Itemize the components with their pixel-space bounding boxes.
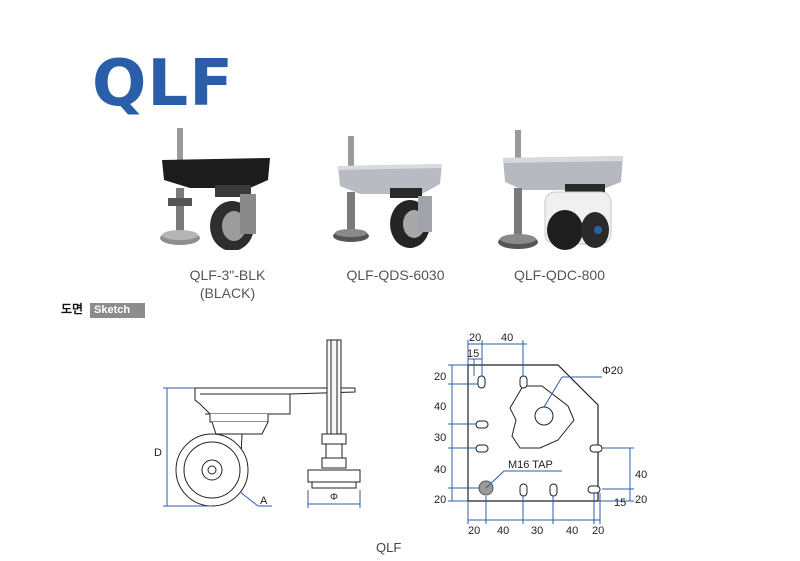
dim-bottom-4: 40 [566,525,578,537]
dim-left-2: 40 [434,401,446,413]
dim-left-4: 40 [434,464,446,476]
product-caption: QLF-QDS-6030 [333,266,458,284]
page-title: QLF [92,47,234,121]
dim-right-2: 20 [635,494,647,506]
product-photo-silver [333,136,442,248]
dim-top-2: 40 [501,332,513,344]
product-caption: QLF-3"-BLK (BLACK) [170,266,285,302]
dim-top-1: 20 [469,332,481,344]
side-view-drawing: D A Φ [154,339,361,508]
product-photo-black [160,128,270,250]
sketch-header-ko: 도면 [61,302,84,316]
dim-left-5: 20 [434,494,446,506]
dim-left-1: 20 [434,371,446,383]
dim-height-label: D [154,447,162,459]
drawing-caption: QLF [376,540,402,555]
product-model: QLF-QDC-800 [513,267,606,283]
product-photo-heavy [498,130,623,250]
dim-top-inner: 15 [467,348,479,360]
sketch-header-tag: Sketch [90,303,145,318]
dim-bottom-2: 40 [497,525,509,537]
dim-left-3: 30 [434,432,446,444]
dim-wheel-label: A [260,495,268,507]
tap-label: M16 TAP [508,459,553,471]
hole-diameter-label: Φ20 [602,365,623,377]
dim-bottom-5: 20 [592,525,604,537]
dim-pad-label: Φ [330,492,338,503]
product-color: (BLACK) [199,285,256,301]
dim-right-small: 15 [614,497,626,509]
dim-bottom-3: 30 [531,525,543,537]
plate-top-view-drawing: 20 40 15 20 40 30 40 20 40 20 15 20 40 3… [434,332,647,537]
dim-bottom-1: 20 [468,525,480,537]
product-caption: QLF-QDC-800 [497,266,622,284]
product-model: QLF-QDS-6030 [346,267,445,283]
product-model: QLF-3"-BLK [189,267,266,283]
dim-right-1: 40 [635,469,647,481]
